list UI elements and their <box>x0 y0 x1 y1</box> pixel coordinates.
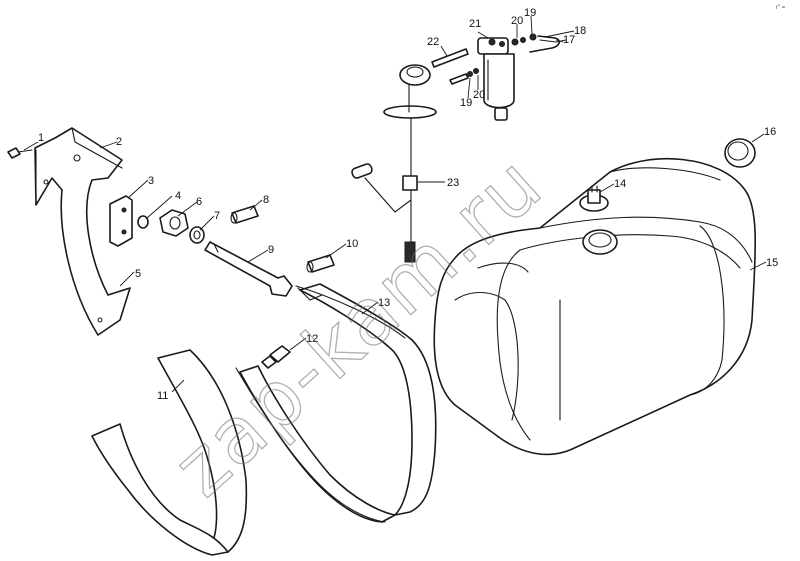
callout-numbers: 1 2 3 4 5 6 7 8 9 10 11 12 13 14 15 16 1… <box>38 7 778 402</box>
callout-5: 5 <box>135 268 141 280</box>
fuel-line-fittings-drawing <box>449 33 567 85</box>
bolt-drawing <box>7 147 33 159</box>
washer-nut-ring-drawing <box>137 209 205 244</box>
tube-drawing <box>431 48 469 68</box>
callout-8: 8 <box>263 194 269 206</box>
bushing-spacer-drawing <box>230 205 335 273</box>
leader-lines <box>23 15 767 393</box>
callout-3: 3 <box>148 175 154 187</box>
callout-18: 18 <box>574 25 586 37</box>
corner-mark: r" = <box>776 5 786 11</box>
fuel-filter-drawing <box>477 37 515 121</box>
tank-strap-drawing <box>235 283 437 523</box>
callout-23: 23 <box>447 177 459 189</box>
callout-1: 1 <box>38 132 44 144</box>
callout-6: 6 <box>196 196 202 208</box>
callout-15: 15 <box>766 257 778 269</box>
mounting-plate-drawing <box>109 195 133 247</box>
callout-22: 22 <box>427 36 439 48</box>
callout-13: 13 <box>378 297 390 309</box>
callout-7: 7 <box>214 210 220 222</box>
callout-17: 17 <box>563 34 575 46</box>
bracket-drawing <box>34 127 131 336</box>
callout-20-bottom: 20 <box>473 89 485 101</box>
callout-2: 2 <box>116 136 122 148</box>
callout-19-bottom: 19 <box>460 97 472 109</box>
long-bolt-drawing <box>204 241 293 297</box>
callout-14: 14 <box>614 178 626 190</box>
callout-21: 21 <box>469 18 481 30</box>
cap-cover-drawing <box>724 138 756 168</box>
fitting-drawing <box>579 185 609 212</box>
strap-pad-drawing <box>91 349 248 556</box>
callout-11: 11 <box>157 390 168 402</box>
callout-10: 10 <box>346 238 358 250</box>
fuel-level-sender-drawing <box>351 64 437 263</box>
callout-12: 12 <box>306 333 318 345</box>
callout-20-top: 20 <box>511 15 523 27</box>
callout-19-top: 19 <box>524 7 536 19</box>
callout-16: 16 <box>764 126 776 138</box>
fuel-tank-drawing <box>433 157 757 456</box>
callout-4: 4 <box>175 190 181 202</box>
callout-9: 9 <box>268 244 274 256</box>
